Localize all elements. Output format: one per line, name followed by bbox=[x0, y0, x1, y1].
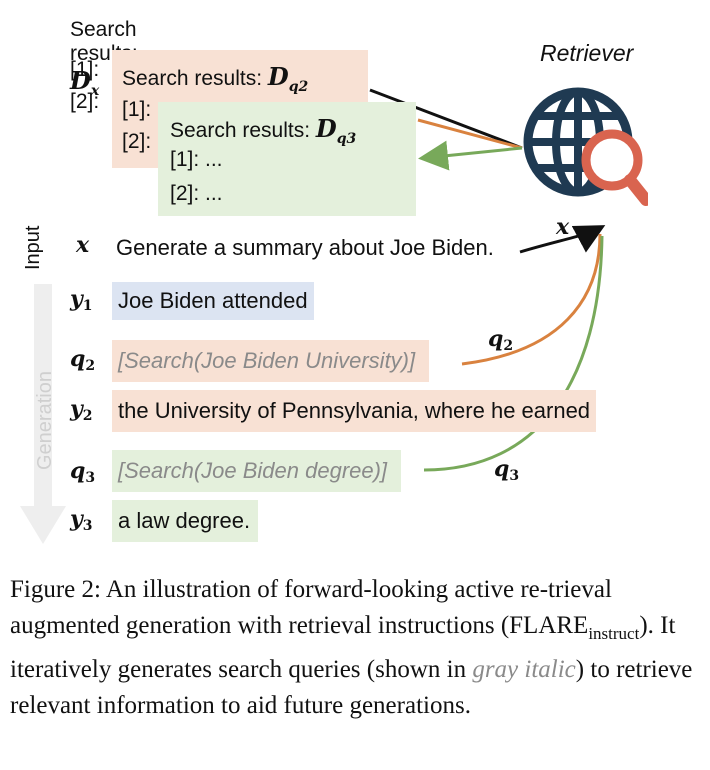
var-y: y bbox=[70, 396, 83, 422]
row-q2: q2 bbox=[70, 346, 95, 374]
d-subscript: q2 bbox=[288, 79, 309, 95]
caption-middle: ). It iteratively generates search queri… bbox=[10, 612, 676, 683]
generation-arrow-shaft bbox=[34, 284, 52, 506]
var-q: q bbox=[70, 458, 86, 484]
row-y1: y1 bbox=[70, 286, 93, 314]
q-sub: 3 bbox=[509, 468, 520, 484]
arrow-dq3 bbox=[418, 140, 523, 171]
globe-magnifier-icon bbox=[523, 87, 648, 206]
d-symbol: D bbox=[267, 62, 289, 91]
arrow-dq2 bbox=[417, 118, 523, 150]
result-item-2: [2]: ... bbox=[170, 182, 223, 205]
flare-figure: Retriever Search results: Dx [1]: [2]: S… bbox=[20, 18, 648, 544]
d-symbol: D bbox=[315, 114, 337, 143]
result-item-2: [2]: bbox=[70, 90, 100, 113]
arrow-label-x: x bbox=[556, 214, 570, 240]
var-sub: 2 bbox=[82, 408, 93, 424]
figure-caption: Figure 2: An illustration of forward-loo… bbox=[10, 572, 700, 724]
q-letter: q bbox=[494, 456, 510, 482]
var-sub: 2 bbox=[85, 358, 96, 374]
var-sub: 1 bbox=[82, 298, 93, 314]
row-x: x bbox=[76, 232, 89, 258]
arrow-label-q2: q2 bbox=[488, 326, 513, 354]
var-sub: 3 bbox=[85, 470, 96, 486]
y3-text: a law degree. bbox=[112, 500, 259, 542]
caption-prefix: Figure 2: An illustration of forward-loo… bbox=[10, 576, 612, 639]
q-letter: q bbox=[488, 326, 504, 352]
var-y: y bbox=[70, 506, 83, 532]
row-y2: y2 bbox=[70, 396, 93, 424]
arrow-label-q3: q3 bbox=[494, 456, 519, 484]
caption-suffix: ) to retrieve relevant information to ai… bbox=[10, 656, 693, 719]
y2-text: the University of Pennsylvania, where he… bbox=[112, 390, 597, 432]
caption-gray-italic: gray italic bbox=[472, 656, 576, 683]
search-results-label: Search results: bbox=[170, 119, 311, 142]
d-subscript: q3 bbox=[336, 131, 357, 147]
q3-query: [Search(Joe Biden degree)] bbox=[112, 450, 402, 492]
var-sub: 3 bbox=[82, 518, 93, 534]
q-sub: 2 bbox=[503, 338, 514, 354]
search-results-label: Search results: bbox=[122, 67, 263, 90]
var-x: x bbox=[76, 232, 90, 258]
row-y3: y3 bbox=[70, 506, 93, 534]
retriever-label: Retriever bbox=[540, 40, 634, 66]
result-item-1: [1]: bbox=[122, 98, 152, 121]
d-symbol: D bbox=[70, 66, 91, 95]
result-item-2: [2]: bbox=[122, 130, 152, 153]
input-label: Input bbox=[22, 225, 44, 270]
generation-arrow-head bbox=[20, 506, 66, 544]
var-y: y bbox=[70, 286, 83, 312]
result-item-1: [1]: ... bbox=[170, 148, 223, 171]
arrow-q2-to-retriever bbox=[461, 233, 602, 366]
result-item-1: [1]: bbox=[70, 58, 100, 81]
arrow-dx bbox=[369, 88, 523, 150]
caption-subscript: instruct bbox=[588, 624, 640, 643]
d-subscript: x bbox=[90, 83, 100, 99]
arrow-x-to-retriever bbox=[519, 225, 606, 254]
search-results-dq3: Search results: Dq3 [1]: ... [2]: ... bbox=[158, 102, 416, 216]
row-q3: q3 bbox=[70, 458, 95, 486]
q2-query: [Search(Joe Biden University)] bbox=[112, 340, 430, 382]
var-q: q bbox=[70, 346, 86, 372]
y1-text: Joe Biden attended bbox=[112, 282, 314, 320]
input-text: Generate a summary about Joe Biden. bbox=[116, 235, 494, 260]
generation-label: Generation bbox=[34, 371, 56, 470]
